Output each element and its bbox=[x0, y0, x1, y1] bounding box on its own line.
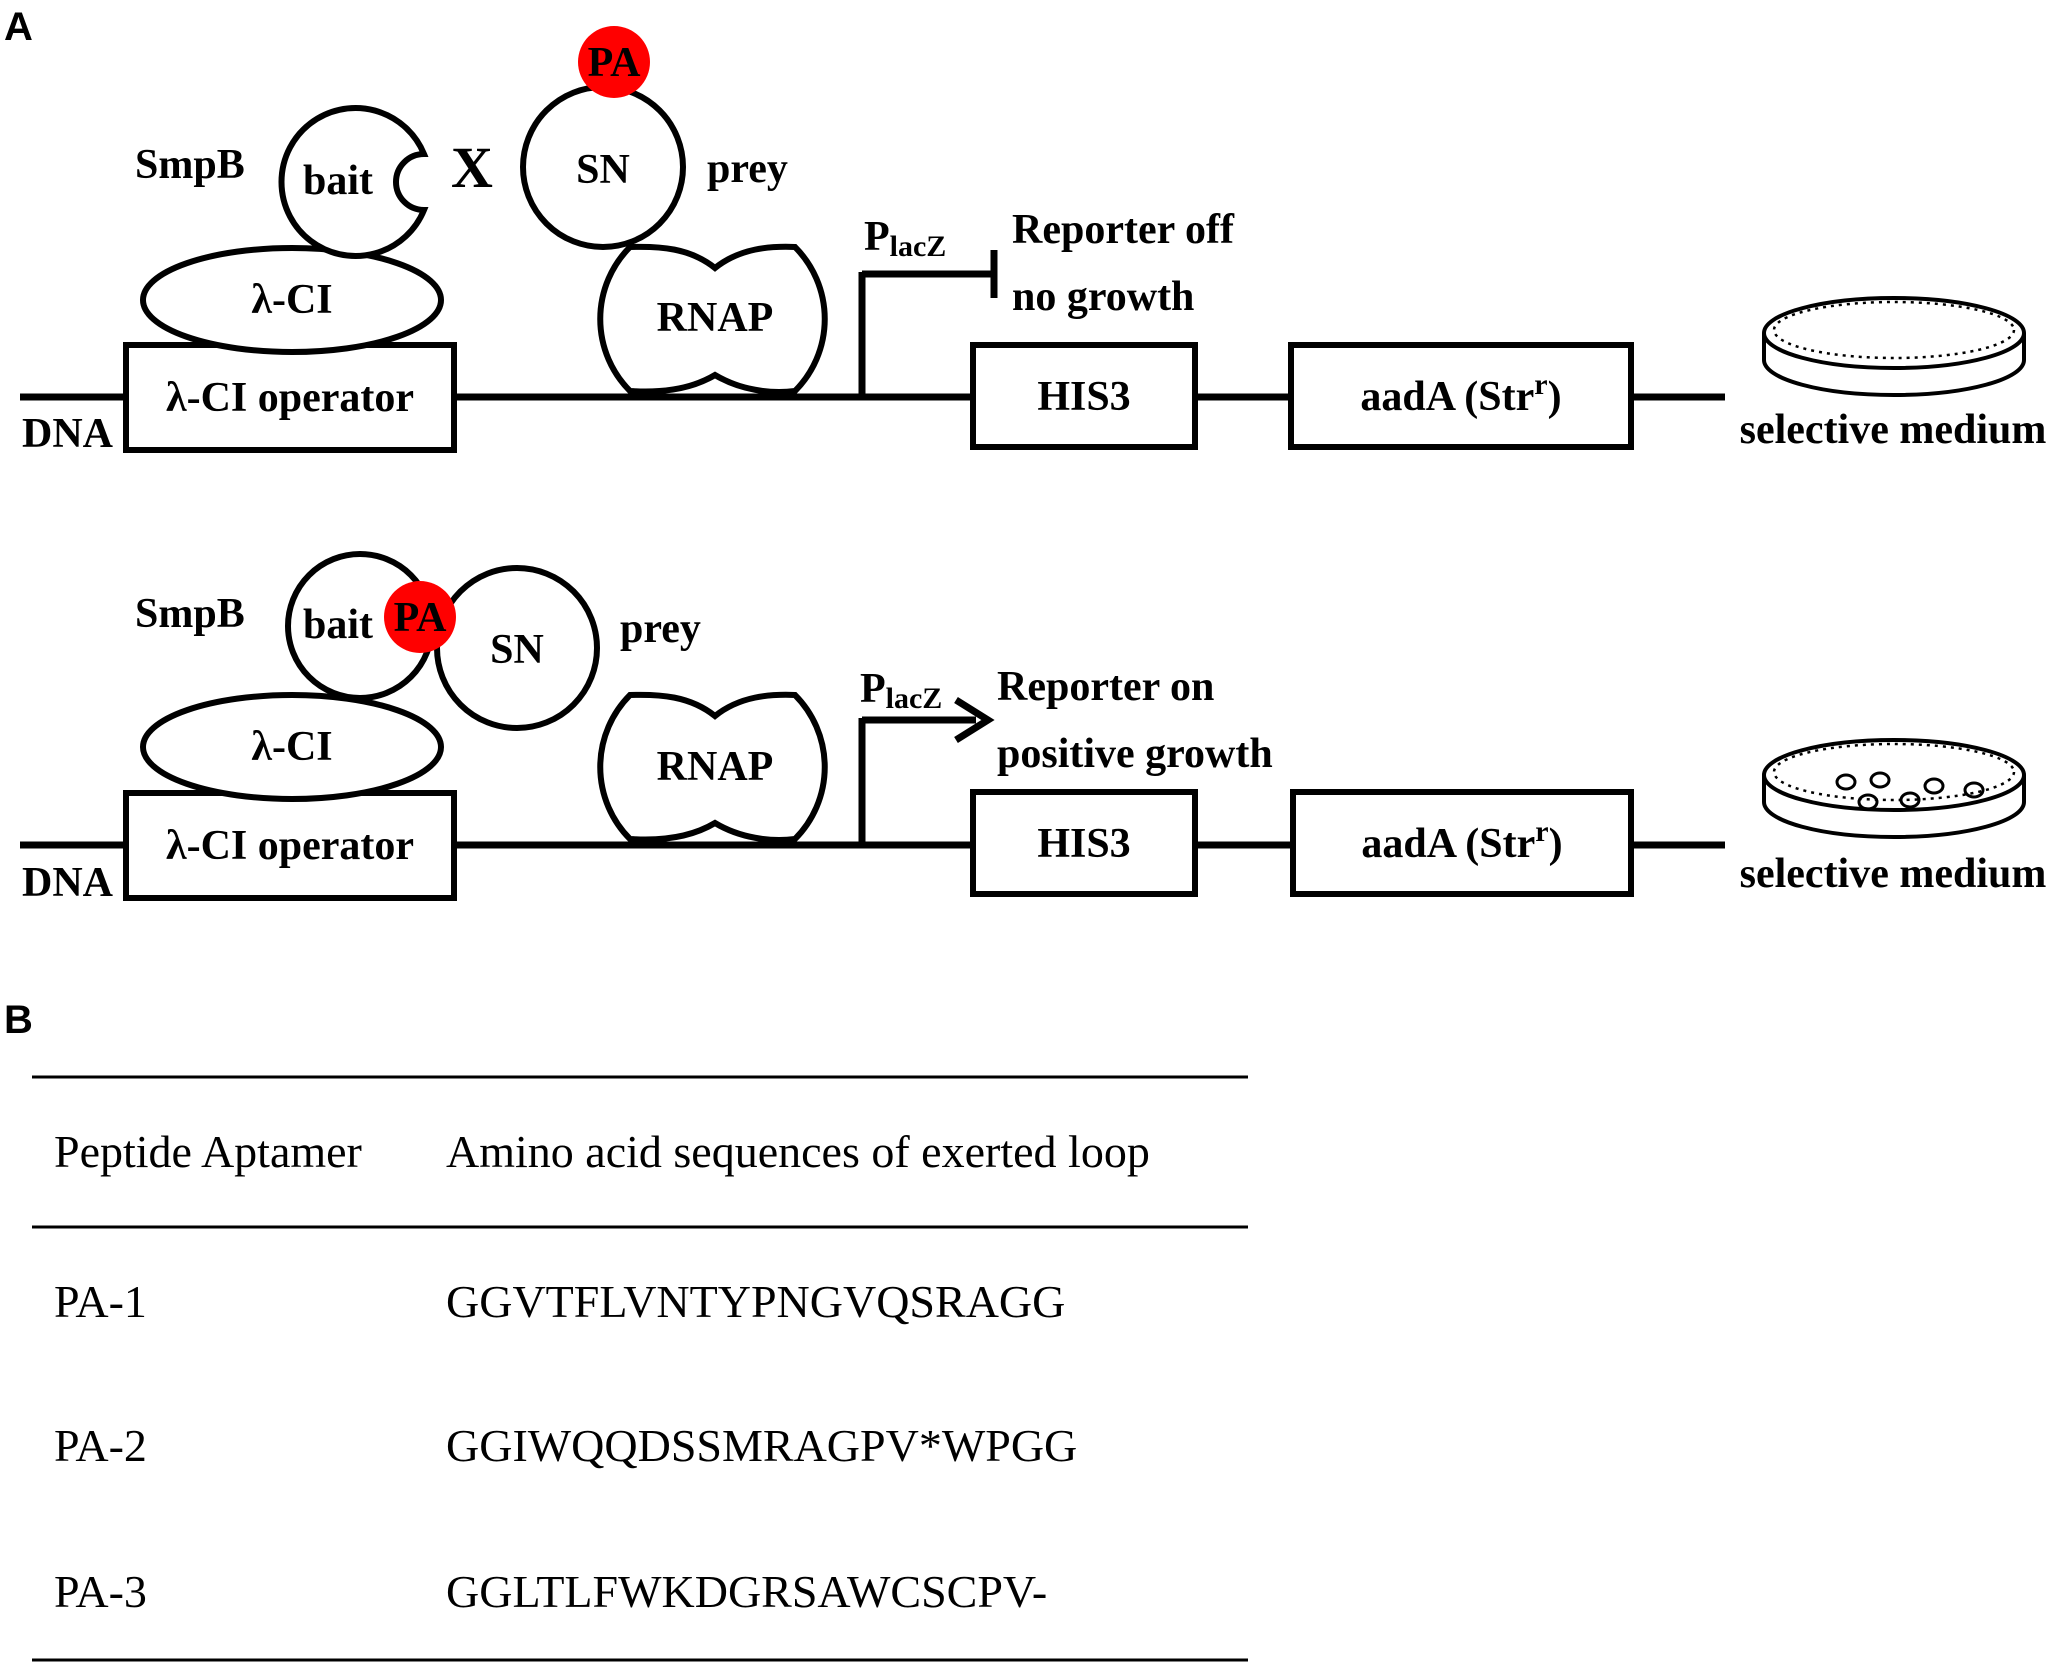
rnap-shape bbox=[597, 243, 828, 395]
rnap-label: RNAP bbox=[657, 295, 774, 341]
diagram-top: DNA λ-CI operator λ-CI bait SmpB X SN pr… bbox=[20, 26, 2046, 457]
bait-label: bait bbox=[303, 602, 373, 648]
bait-label: bait bbox=[303, 158, 373, 204]
prey-label: prey bbox=[707, 146, 788, 192]
aptamer-sequence: GGVTFLVNTYPNGVQSRAGG bbox=[446, 1276, 1065, 1327]
panel-label-b: B bbox=[4, 998, 33, 1042]
lambda-ci-label: λ-CI bbox=[251, 724, 332, 770]
selective-medium-label: selective medium bbox=[1740, 851, 2047, 897]
lambda-ci-operator-box bbox=[123, 790, 457, 901]
operator-label: λ-CI operator bbox=[166, 823, 414, 869]
diagram-bottom: DNA λ-CI operator λ-CI bait SmpB SN prey… bbox=[20, 551, 2047, 906]
colony bbox=[1869, 771, 1891, 789]
smpb-label: SmpB bbox=[135, 142, 245, 188]
sn-label: SN bbox=[576, 147, 630, 193]
smpb-label: SmpB bbox=[135, 591, 245, 637]
aada-box bbox=[1290, 789, 1634, 897]
pa-label: PA bbox=[394, 595, 448, 641]
aptamer-name: PA-2 bbox=[54, 1420, 147, 1471]
his3-box bbox=[970, 342, 1198, 450]
prey-label: prey bbox=[620, 606, 701, 652]
activation-arrow bbox=[954, 697, 995, 743]
column-header-aptamer: Peptide Aptamer bbox=[54, 1126, 362, 1177]
table-row: PA-1 GGVTFLVNTYPNGVQSRAGG bbox=[54, 1276, 1065, 1327]
rnap-shape bbox=[597, 691, 828, 843]
his3-label: HIS3 bbox=[1037, 374, 1130, 420]
lambda-ci-label: λ-CI bbox=[251, 277, 332, 323]
selective-medium-label: selective medium bbox=[1740, 407, 2047, 453]
aada-label: aadA (Strr) bbox=[1360, 368, 1561, 420]
aptamer-name: PA-1 bbox=[54, 1276, 147, 1327]
his3-box bbox=[970, 789, 1198, 897]
pa-dot bbox=[384, 581, 456, 653]
colony bbox=[1899, 791, 1921, 809]
no-growth-label: no growth bbox=[1012, 274, 1194, 320]
reporter-off-label: Reporter off bbox=[1012, 207, 1235, 253]
no-interaction-mark: X bbox=[451, 135, 493, 200]
reporter-on-label: Reporter on bbox=[997, 664, 1214, 710]
bait-circle bbox=[278, 105, 429, 259]
positive-growth-label: positive growth bbox=[997, 731, 1273, 777]
colony bbox=[1963, 781, 1985, 799]
table-row: PA-2 GGIWQQDSSMRAGPV*WPGG bbox=[54, 1420, 1077, 1471]
column-header-sequence: Amino acid sequences of exerted loop bbox=[446, 1126, 1150, 1177]
panel-label-a: A bbox=[4, 5, 33, 49]
petri-dish-empty bbox=[1762, 296, 2026, 397]
aptamer-table: Peptide Aptamer Amino acid sequences of … bbox=[32, 1075, 1248, 1662]
petri-dish-colonies bbox=[1762, 738, 2026, 839]
lambda-ci-ellipse bbox=[140, 692, 444, 802]
aada-label: aadA (Strr) bbox=[1361, 815, 1562, 867]
rnap-label: RNAP bbox=[657, 744, 774, 790]
dna-label: DNA bbox=[22, 860, 114, 906]
aptamer-name: PA-3 bbox=[54, 1566, 147, 1617]
table-row: PA-3 GGLTLFWKDGRSAWCSCPV- bbox=[54, 1566, 1047, 1617]
operator-label: λ-CI operator bbox=[166, 375, 414, 421]
placz-label: PlacZ bbox=[860, 666, 942, 715]
his3-label: HIS3 bbox=[1037, 821, 1130, 867]
sn-label: SN bbox=[490, 627, 544, 673]
aptamer-sequence: GGLTLFWKDGRSAWCSCPV- bbox=[446, 1566, 1047, 1617]
pa-label: PA bbox=[588, 40, 642, 86]
aada-box bbox=[1288, 342, 1634, 450]
colony bbox=[1857, 793, 1879, 811]
placz-label: PlacZ bbox=[864, 214, 946, 263]
colony bbox=[1923, 777, 1945, 795]
dna-label: DNA bbox=[22, 411, 114, 457]
colony bbox=[1835, 773, 1857, 791]
lambda-ci-operator-box bbox=[123, 342, 457, 453]
aptamer-sequence: GGIWQQDSSMRAGPV*WPGG bbox=[446, 1420, 1077, 1471]
lambda-ci-ellipse bbox=[140, 245, 444, 355]
pa-dot bbox=[578, 26, 650, 98]
